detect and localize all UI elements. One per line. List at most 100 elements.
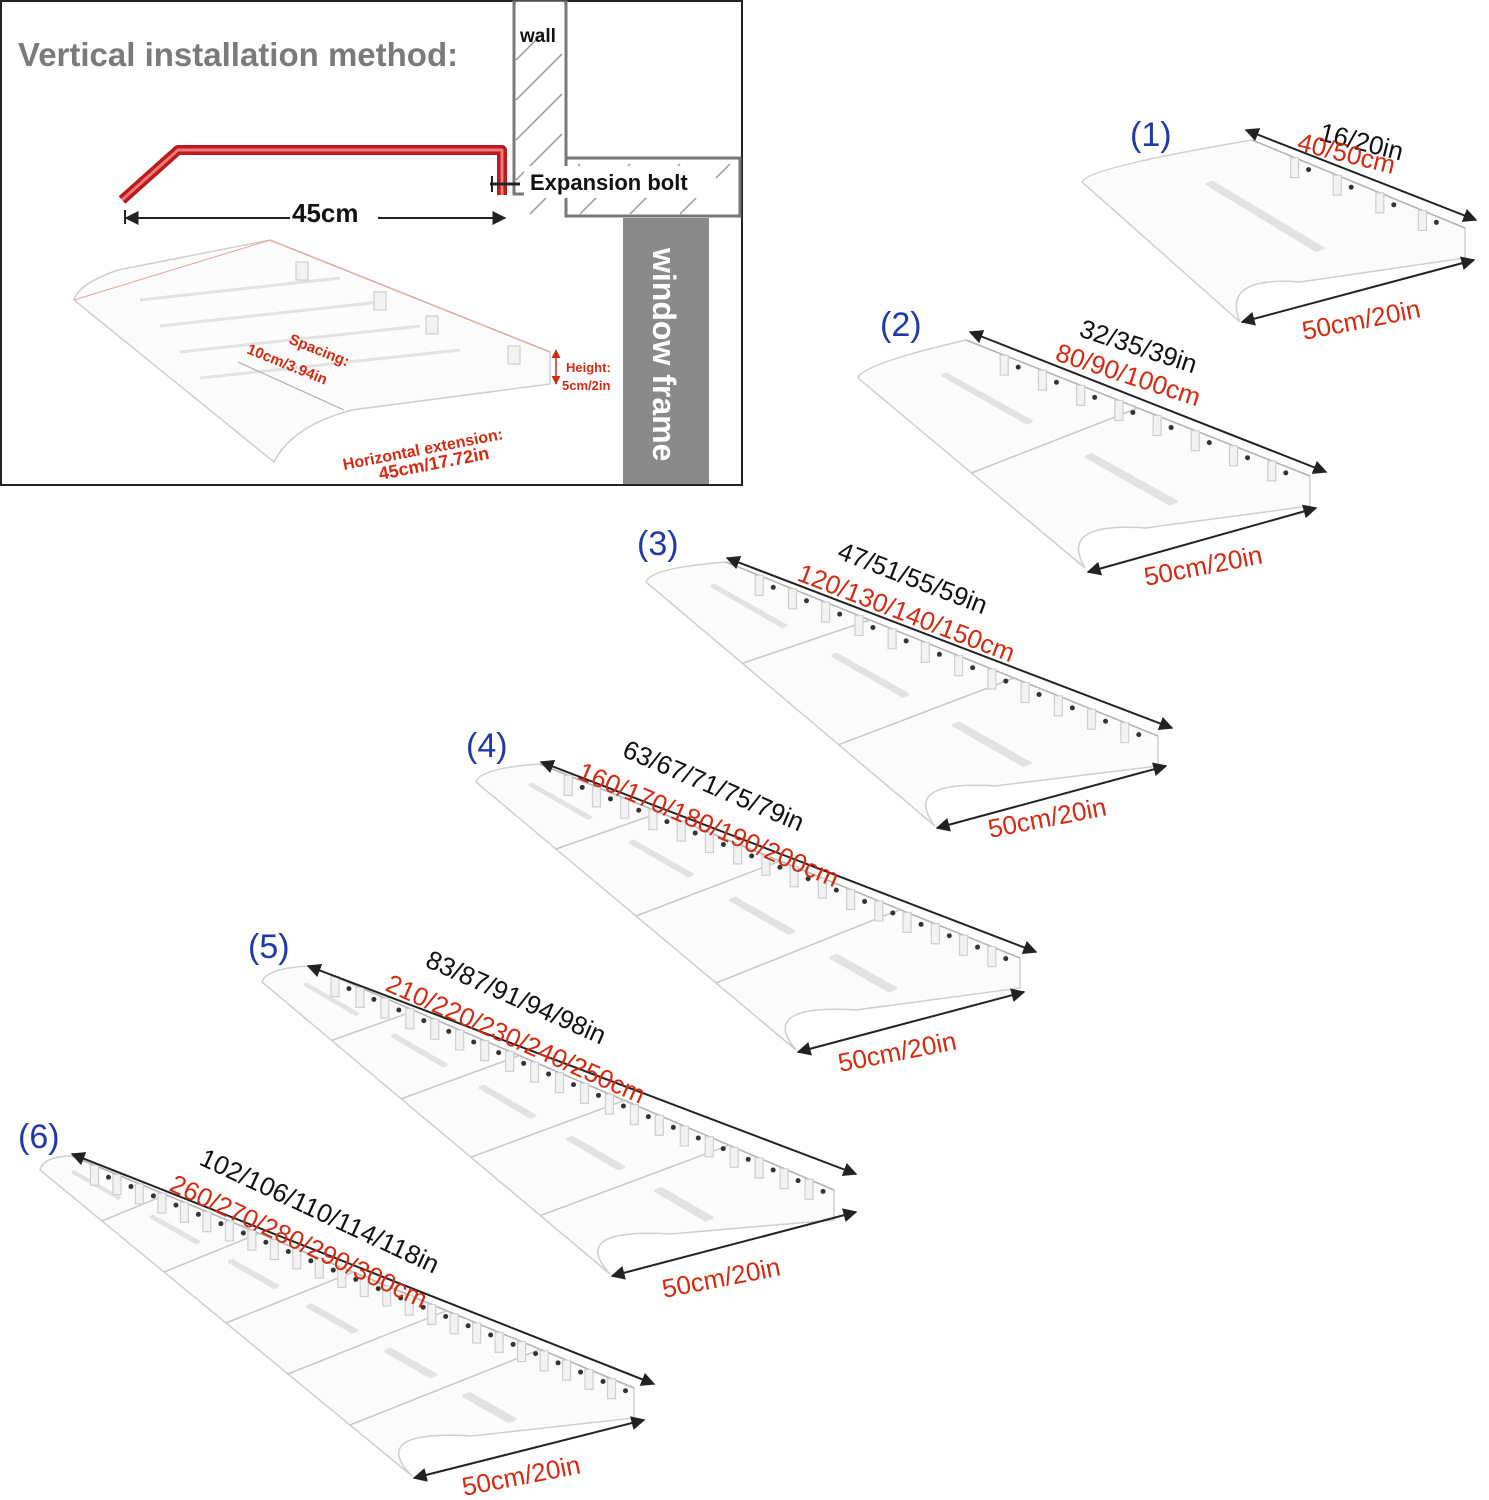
mount-bracket xyxy=(654,1114,664,1136)
variant-index: (3) xyxy=(637,525,679,563)
mount-bracket xyxy=(958,934,969,956)
screw-hole xyxy=(555,1360,561,1366)
screw-hole xyxy=(946,933,952,939)
screw-hole xyxy=(600,1378,606,1384)
mount-bracket xyxy=(754,1157,764,1179)
mount-bracket xyxy=(779,1168,789,1190)
mount-bracket xyxy=(380,997,390,1019)
length-dimension-arrow xyxy=(70,1152,656,1386)
screw-hole xyxy=(128,1184,134,1190)
screw-hole xyxy=(1245,455,1251,461)
screw-hole xyxy=(150,1193,156,1199)
screw-hole xyxy=(595,1092,601,1098)
mount-bracket xyxy=(1076,384,1086,406)
mount-bracket xyxy=(516,1340,527,1363)
screw-hole xyxy=(720,1146,726,1152)
awning-rib xyxy=(467,1391,517,1421)
mount-bracket xyxy=(134,1183,145,1205)
wall-label: wall xyxy=(519,26,556,47)
mount-bracket xyxy=(1332,174,1342,196)
screw-hole xyxy=(1168,425,1174,431)
screw-hole xyxy=(488,1332,494,1338)
screw-hole xyxy=(1130,409,1136,415)
screw-hole xyxy=(620,1103,626,1109)
mount-bracket xyxy=(539,1350,549,1372)
mount-bracket xyxy=(1228,445,1239,467)
variant-index: (6) xyxy=(18,1118,60,1156)
mount-bracket xyxy=(1053,695,1063,717)
screw-hole xyxy=(862,899,868,905)
length-dimension-arrow xyxy=(306,963,858,1177)
depth-label: 50cm/20in xyxy=(459,1450,582,1500)
screw-hole xyxy=(521,1060,527,1066)
mount-bracket xyxy=(480,1040,490,1062)
variant-index: (1) xyxy=(1130,116,1172,154)
screw-hole xyxy=(421,1018,427,1024)
length-dimension-arrow xyxy=(968,330,1328,474)
expansion-bolt-label: Expansion bolt xyxy=(530,170,688,195)
mount-bracket xyxy=(874,900,884,922)
mount-bracket xyxy=(1152,414,1162,437)
screw-hole xyxy=(975,944,981,950)
screw-hole xyxy=(546,1071,552,1077)
screw-hole xyxy=(1283,470,1289,476)
mount-bracket xyxy=(930,923,940,945)
awning-rib xyxy=(465,1392,515,1422)
mount-bracket xyxy=(89,1164,100,1186)
mount-bracket xyxy=(112,1173,122,1196)
mount-bracket xyxy=(1267,460,1277,482)
screw-hole xyxy=(1306,167,1312,173)
screw-hole xyxy=(446,1028,452,1034)
depth-label: 50cm/20in xyxy=(1141,540,1264,592)
screw-hole xyxy=(1103,718,1109,724)
screw-hole xyxy=(396,1007,402,1013)
mount-bracket xyxy=(754,574,764,596)
screw-hole xyxy=(510,1341,516,1347)
mount-bracket xyxy=(845,888,856,911)
screw-hole xyxy=(1069,705,1075,711)
mount-bracket xyxy=(902,911,912,933)
screw-hole xyxy=(371,996,377,1002)
screw-hole xyxy=(903,638,909,644)
mount-bracket xyxy=(787,588,798,610)
mount-bracket xyxy=(1020,681,1030,704)
awning-rib xyxy=(953,722,1028,767)
screw-hole xyxy=(1003,956,1009,962)
mount-bracket xyxy=(563,774,573,797)
length-dimension-arrow xyxy=(539,759,1038,955)
mount-bracket xyxy=(1120,722,1130,744)
screw-hole xyxy=(1433,219,1439,225)
mount-bracket xyxy=(1190,430,1200,452)
variant-index: (4) xyxy=(466,727,508,765)
screw-hole xyxy=(1348,184,1354,190)
screw-hole xyxy=(346,986,352,992)
screw-hole xyxy=(571,1082,577,1088)
screw-hole xyxy=(1206,440,1212,446)
inset-awning-illustration xyxy=(73,239,561,464)
awning-rib xyxy=(831,954,894,992)
screw-hole xyxy=(173,1202,179,1208)
screw-hole xyxy=(770,584,776,590)
mount-bracket xyxy=(529,1061,540,1083)
mount-bracket xyxy=(1037,369,1048,391)
screw-hole xyxy=(918,921,924,927)
awning-rib xyxy=(834,953,898,991)
mount-bracket xyxy=(987,945,997,968)
mount-bracket xyxy=(505,1050,515,1072)
depth-dimension-arrow xyxy=(412,1416,646,1482)
screw-hole xyxy=(695,1135,701,1141)
screw-hole xyxy=(105,1174,111,1180)
mount-bracket xyxy=(430,1018,440,1040)
mount-bracket xyxy=(1375,192,1385,214)
mount-bracket xyxy=(355,986,365,1008)
mount-bracket xyxy=(1114,399,1124,422)
screw-hole xyxy=(936,651,942,657)
length-dimension-arrow xyxy=(725,555,1174,731)
screw-hole xyxy=(795,1178,801,1184)
mount-bracket xyxy=(704,1136,714,1158)
screw-hole xyxy=(623,1388,629,1394)
screw-hole xyxy=(870,625,876,631)
screw-hole xyxy=(465,1323,471,1329)
